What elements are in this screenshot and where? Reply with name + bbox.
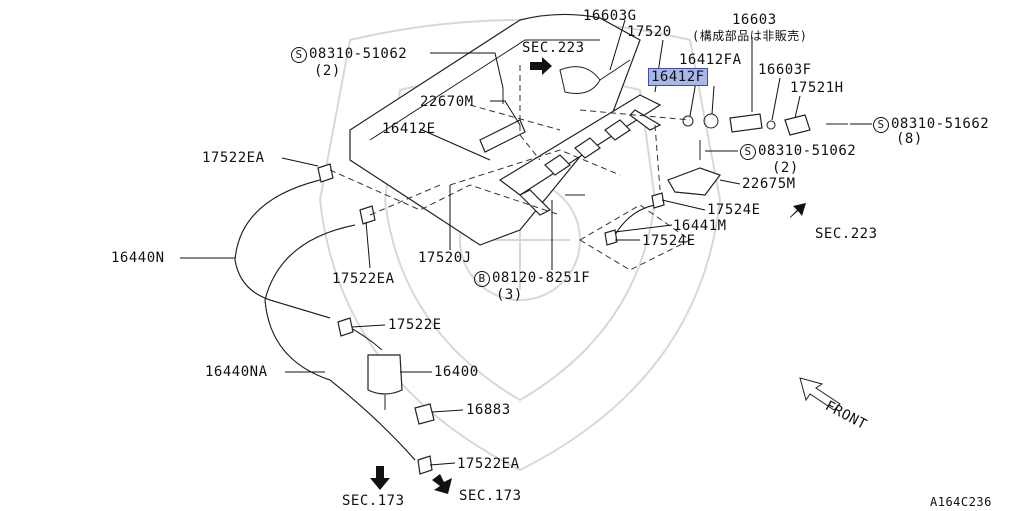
label-16440N: 16440N (111, 250, 165, 266)
part-number: 08310-51662 (891, 116, 990, 132)
label-16603: 16603 (732, 12, 777, 28)
part-number: 08310-51062 (758, 143, 857, 159)
label-08310-51662-qty: (8) (896, 131, 923, 147)
label-16412E: 16412E (382, 121, 436, 137)
hose-clamps (317, 163, 665, 337)
injector-set (479, 113, 848, 153)
part-number: 08120-8251F (492, 270, 591, 286)
label-sec223-top: SEC.223 (522, 40, 585, 56)
label-16441M: 16441M (673, 218, 727, 234)
engine-head (349, 13, 641, 246)
s-symbol-icon: S (291, 47, 307, 63)
dashed-guides (329, 65, 691, 271)
arrow-icon (790, 203, 806, 218)
label-17521H: 17521H (790, 80, 844, 96)
label-17520J: 17520J (418, 250, 472, 266)
fuel-filter (344, 324, 435, 475)
label-16603-note: (構成部品は非販売) (692, 29, 808, 43)
label-17522EA-top: 17522EA (202, 150, 265, 166)
label-sec173-right: SEC.173 (459, 488, 522, 504)
front-arrow-icon (799, 377, 841, 411)
label-17522EA-bot: 17522EA (457, 456, 520, 472)
arrow-icon (370, 466, 390, 490)
label-08120-8251F-qty: (3) (496, 287, 523, 303)
diagram-code: A164C236 (930, 495, 992, 509)
fuel-rail (498, 94, 662, 216)
b-symbol-icon: B (474, 271, 490, 287)
s-symbol-icon: S (740, 144, 756, 160)
arrow-icon (432, 474, 452, 494)
label-08310-51062-b-qty: (2) (772, 160, 799, 176)
label-17524E-b: 17524E (642, 233, 696, 249)
label-08310-51062-a-qty: (2) (314, 63, 341, 79)
label-17520: 17520 (627, 24, 672, 40)
label-16603G: 16603G (583, 8, 637, 24)
label-16412F-highlighted[interactable]: 16412F (648, 68, 708, 86)
label-17522E: 17522E (388, 317, 442, 333)
label-sec173-left: SEC.173 (342, 493, 405, 509)
fuel-hoses (234, 179, 656, 461)
label-16440NA: 16440NA (205, 364, 268, 380)
label-16400: 16400 (434, 364, 479, 380)
label-22670M: 22670M (420, 94, 474, 110)
label-16412FA: 16412FA (679, 52, 742, 68)
label-17524E-a: 17524E (707, 202, 761, 218)
label-22675M: 22675M (742, 176, 796, 192)
leader-lines (180, 19, 872, 466)
s-symbol-icon: S (873, 117, 889, 133)
label-17522EA-mid: 17522EA (332, 271, 395, 287)
label-16883: 16883 (466, 402, 511, 418)
label-sec223-right: SEC.223 (815, 226, 878, 242)
label-16603F: 16603F (758, 62, 812, 78)
arrow-icon (530, 57, 552, 75)
part-number: 08310-51062 (309, 46, 408, 62)
